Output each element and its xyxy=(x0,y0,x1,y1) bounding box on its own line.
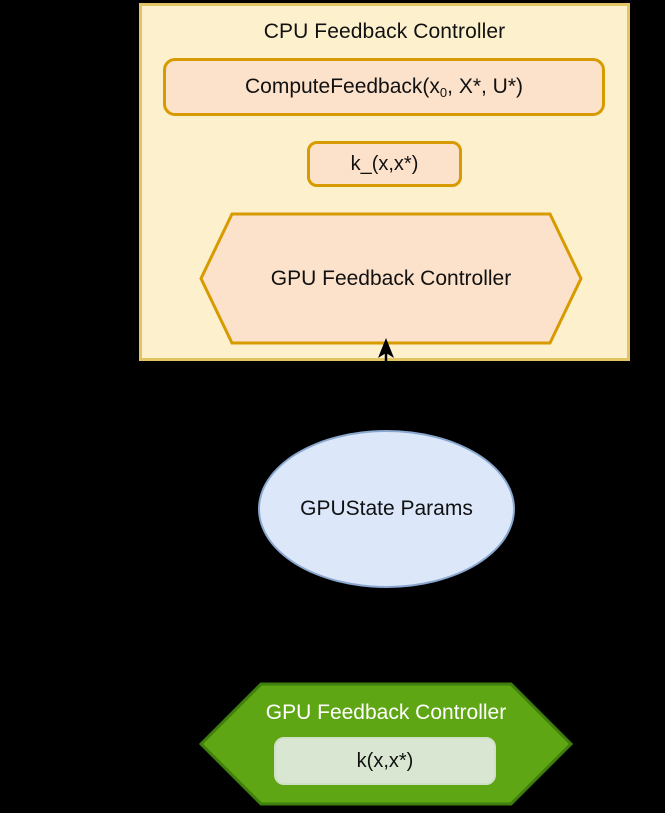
inner-gpu-feedback-controller-hexagon[interactable]: GPU Feedback Controller xyxy=(199,212,583,345)
compute-feedback-suffix: , X*, U*) xyxy=(447,75,524,98)
gpustate-params-node[interactable]: GPUState Params xyxy=(258,430,515,588)
gpustate-params-label: GPUState Params xyxy=(300,497,473,520)
compute-feedback-box[interactable]: ComputeFeedback(x0, X*, U*) xyxy=(163,58,605,116)
cpu-container-title: CPU Feedback Controller xyxy=(263,20,506,43)
cpu-k-function-label: k_(x,x*) xyxy=(350,152,419,175)
compute-feedback-label: ComputeFeedback(x0, X*, U*) xyxy=(244,75,524,100)
cpu-k-function-box[interactable]: k_(x,x*) xyxy=(307,141,462,187)
gpu-k-function-label: k(x,x*) xyxy=(356,749,414,772)
gpu-k-function-box[interactable]: k(x,x*) xyxy=(274,737,496,785)
inner-hexagon-shape xyxy=(199,212,583,345)
compute-feedback-prefix: ComputeFeedback(x xyxy=(244,75,440,98)
up-arrow-glyph xyxy=(378,338,394,366)
compute-feedback-subscript: 0 xyxy=(439,85,448,100)
up-arrow-icon xyxy=(376,338,396,366)
